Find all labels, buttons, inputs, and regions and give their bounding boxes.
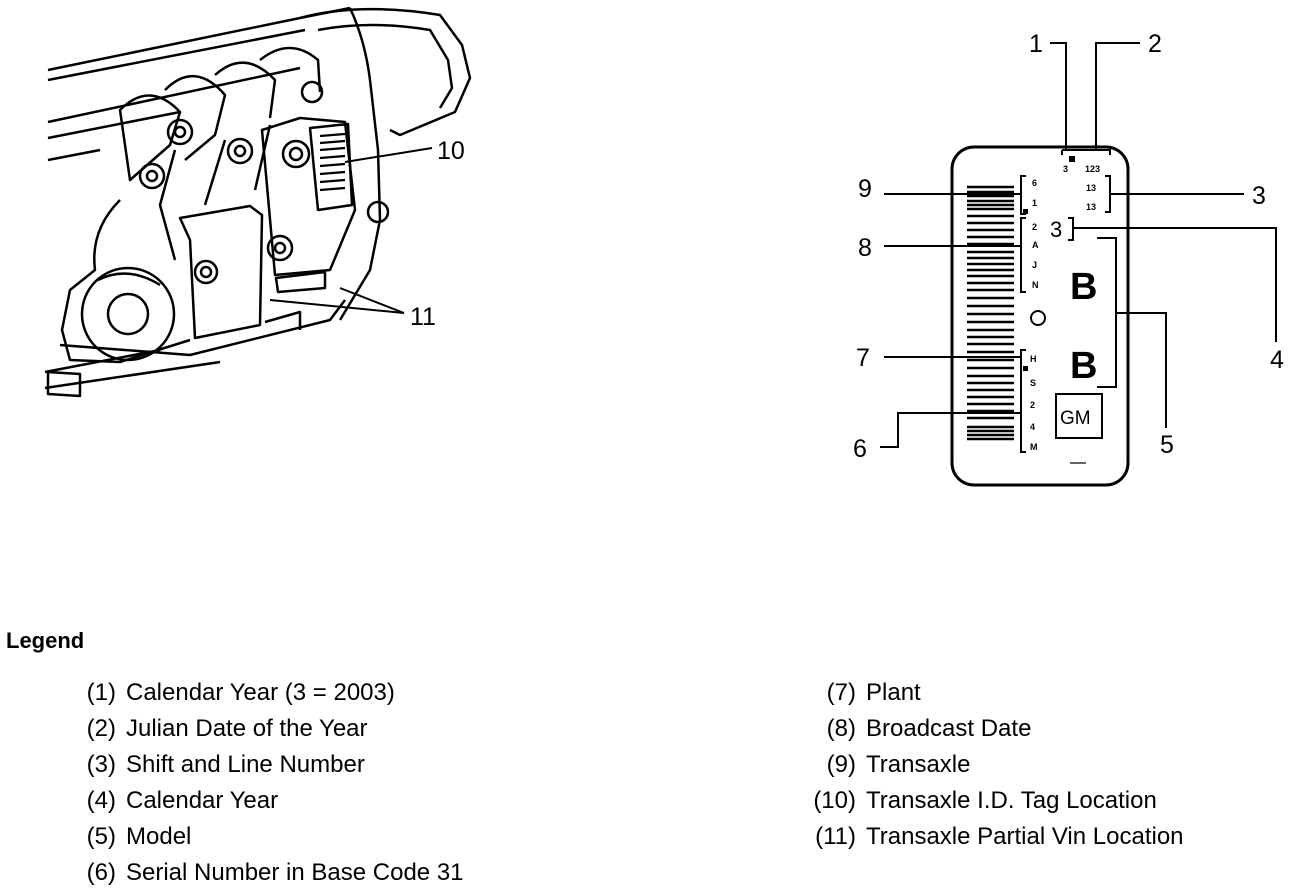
legend-label: Julian Date of the Year (126, 715, 368, 742)
legend-label: Plant (866, 679, 921, 706)
legend-number: (11) (815, 823, 856, 850)
tag-marker-left-2 (1023, 366, 1028, 371)
tag-marker-top (1069, 156, 1075, 162)
legend-right-column: (7) Plant (8) Broadcast Date (9) Transax… (800, 678, 1184, 858)
legend-label: Shift and Line Number (126, 751, 365, 778)
legend-item-5: (5) Model (60, 822, 464, 858)
legend-label: Transaxle Partial Vin Location (866, 823, 1184, 850)
callout-6: 6 (853, 435, 867, 463)
legend-number: (9) (826, 751, 856, 778)
legend-item-1: (1) Calendar Year (3 = 2003) (60, 678, 464, 714)
legend-label: Transaxle I.D. Tag Location (866, 787, 1157, 814)
callout-4: 4 (1270, 346, 1284, 374)
tag-code-bot-2: S (1030, 378, 1036, 388)
legend-number: (4) (86, 787, 116, 814)
transaxle-tag-barcode (319, 132, 346, 192)
tag-outline (950, 145, 1130, 487)
gm-logo-box (1055, 393, 1103, 439)
tag-hole (1030, 310, 1046, 326)
legend-number: (2) (86, 715, 116, 742)
legend-item-6: (6) Serial Number in Base Code 31 (60, 858, 464, 894)
tag-model-letter-2: B (1070, 345, 1097, 387)
tag-code-bot-3: 2 (1030, 400, 1035, 410)
tag-right-digit-2: 13 (1086, 202, 1096, 212)
tag-code-top-2: 1 (1032, 198, 1037, 208)
legend-item-11: (11) Transaxle Partial Vin Location (800, 822, 1184, 858)
legend-label: Serial Number in Base Code 31 (126, 859, 464, 886)
tag-year-digit: 3 (1063, 164, 1068, 174)
leader-lines-right (880, 42, 1277, 448)
legend-item-10: (10) Transaxle I.D. Tag Location (800, 786, 1184, 822)
legend-label: Calendar Year (3 = 2003) (126, 679, 395, 706)
legend-number: (5) (86, 823, 116, 850)
tag-shift-digit: 3 (1050, 217, 1062, 242)
tag-code-bot-1: H (1030, 354, 1037, 364)
tag-code-mid-2: A (1032, 240, 1039, 250)
tag-julian-digits: 123 (1085, 164, 1100, 174)
tag-right-digit-1: 13 (1086, 183, 1096, 193)
callout-5: 5 (1160, 431, 1174, 459)
legend-item-4: (4) Calendar Year (60, 786, 464, 822)
callout-1: 1 (1029, 30, 1043, 58)
callout-8: 8 (858, 234, 872, 262)
transaxle-drawing (44, 6, 472, 398)
tag-code-top-1: 6 (1032, 178, 1037, 188)
legend-number: (1) (86, 679, 116, 706)
callout-7: 7 (856, 344, 870, 372)
tag-code-mid-1: 2 (1032, 222, 1037, 232)
tag-barcode (967, 185, 1014, 441)
tag-code-mid-4: N (1032, 280, 1039, 290)
tag-code-bot-5: M (1030, 442, 1038, 452)
legend-number: (6) (86, 859, 116, 886)
legend-item-7: (7) Plant (800, 678, 1184, 714)
legend-number: (3) (86, 751, 116, 778)
legend-item-9: (9) Transaxle (800, 750, 1184, 786)
callout-3: 3 (1252, 182, 1266, 210)
legend-number: (10) (813, 787, 856, 814)
id-tag: 3 123 13 13 6 1 2 A J N H S 2 4 M 3 B B … (950, 145, 1130, 487)
transaxle-diagram: 10 11 (44, 6, 1284, 487)
legend-number: (7) (826, 679, 856, 706)
legend-label: Transaxle (866, 751, 971, 778)
legend-label: Broadcast Date (866, 715, 1032, 742)
legend-label: Model (126, 823, 192, 850)
callout-9: 9 (858, 175, 872, 203)
callout-10: 10 (437, 137, 465, 165)
tag-marker-left (1023, 209, 1028, 214)
legend-label: Calendar Year (126, 787, 279, 814)
callout-2: 2 (1148, 30, 1162, 58)
legend-item-3: (3) Shift and Line Number (60, 750, 464, 786)
legend-item-8: (8) Broadcast Date (800, 714, 1184, 750)
tag-code-mid-3: J (1032, 260, 1037, 270)
tag-model-letter-1: B (1070, 266, 1097, 308)
legend-item-2: (2) Julian Date of the Year (60, 714, 464, 750)
gm-logo: GM (1060, 408, 1091, 429)
tag-code-bot-4: 4 (1030, 422, 1035, 432)
legend-left-column: (1) Calendar Year (3 = 2003) (2) Julian … (60, 678, 464, 894)
callout-11: 11 (410, 303, 436, 331)
leader-lines-left (269, 147, 433, 314)
legend-number: (8) (826, 715, 856, 742)
legend-title: Legend (6, 628, 85, 653)
